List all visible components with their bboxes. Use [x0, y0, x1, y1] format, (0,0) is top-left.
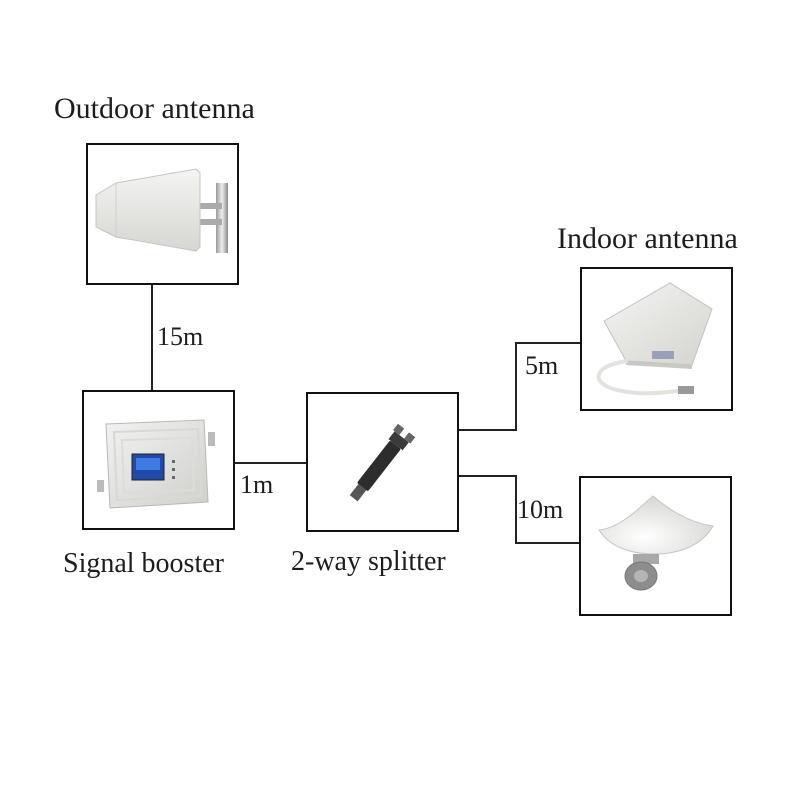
outdoor-antenna-title: Outdoor antenna [54, 92, 255, 125]
splitter-caption: 2-way splitter [291, 546, 446, 577]
outdoor-antenna-box [86, 143, 239, 285]
splitter-box [306, 392, 459, 532]
ceiling-antenna-box [579, 476, 732, 616]
cable-length-15m: 15m [157, 322, 204, 351]
ceiling-dome-antenna-icon [598, 495, 714, 591]
signal-booster-device-icon [97, 419, 215, 509]
indoor-antenna-title: Indoor antenna [557, 222, 738, 255]
panel-antenna-icon [596, 282, 713, 396]
panel-antenna-box [580, 267, 733, 411]
two-way-splitter-icon [349, 423, 416, 502]
cable-length-1m: 1m [240, 470, 274, 499]
cable-splitter-panel [459, 342, 581, 431]
signal-booster-box [82, 390, 235, 530]
cable-splitter-ceiling [459, 475, 581, 544]
cable-length-5m: 5m [525, 351, 559, 380]
cable-length-10m: 10m [517, 495, 564, 524]
log-periodic-antenna-icon [95, 168, 228, 253]
signal-booster-caption: Signal booster [63, 548, 224, 579]
